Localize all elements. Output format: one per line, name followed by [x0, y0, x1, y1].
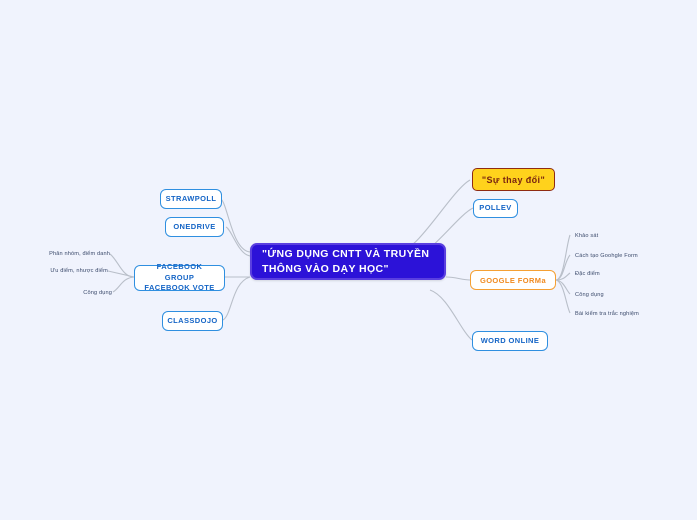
- topic-onedrive[interactable]: ONEDRIVE: [165, 217, 224, 237]
- edge-gform-congdung: [555, 279, 571, 295]
- leaf-uu-diem-nhuoc-diem[interactable]: Ưu điểm, nhược điểm: [50, 267, 108, 274]
- edge-root-suthaydoi: [399, 179, 471, 253]
- topic-word-online[interactable]: WORD ONLINE: [472, 331, 548, 351]
- topic-strawpoll[interactable]: STRAWPOLL: [160, 189, 222, 209]
- edge-facebook-uudiem: [107, 270, 135, 278]
- edge-root-strawpoll: [220, 198, 251, 253]
- edge-root-onedrive: [225, 226, 251, 257]
- leaf-dac-diem[interactable]: Đặc điểm: [575, 270, 600, 277]
- topic-su-thay-doi[interactable]: "Sự thay đổi": [472, 168, 555, 191]
- edge-facebook-congdung: [112, 276, 135, 293]
- edge-root-classdojo: [222, 276, 251, 321]
- topic-facebook-group-vote[interactable]: FACEBOOK GROUP FACEBOOK VOTE: [134, 262, 225, 292]
- edge-gform-baikiemtra: [555, 279, 571, 314]
- leaf-bai-kiem-tra-trac-nghiem[interactable]: Bài kiểm tra trắc nghiệm: [575, 310, 639, 317]
- leaf-cong-dung-gform[interactable]: Công dụng: [575, 291, 604, 298]
- edge-gform-khaosat: [555, 234, 571, 281]
- topic-classdojo[interactable]: CLASSDOJO: [162, 311, 223, 331]
- edge-root-wordonline: [429, 289, 473, 341]
- edge-facebook-phannhom: [109, 253, 135, 278]
- topic-google-forms[interactable]: GOOGLE FORMa: [470, 270, 556, 290]
- leaf-cong-dung-facebook[interactable]: Công dụng: [83, 289, 112, 296]
- leaf-khao-sat[interactable]: Khảo sát: [575, 232, 599, 239]
- edge-root-googleform: [445, 276, 471, 281]
- root-node[interactable]: "ỨNG DỤNG CNTT VÀ TRUYỀN THÔNG VÀO DẠY H…: [250, 243, 446, 280]
- edge-gform-cachtao: [555, 254, 571, 281]
- edge-gform-dacdiem: [555, 272, 571, 281]
- leaf-cach-tao-google-form[interactable]: Cách tạo Goohgle Form: [575, 252, 638, 259]
- topic-pollev[interactable]: POLLEV: [473, 199, 518, 218]
- leaf-phan-nhom-diem-danh[interactable]: Phân nhóm, điểm danh: [49, 250, 110, 257]
